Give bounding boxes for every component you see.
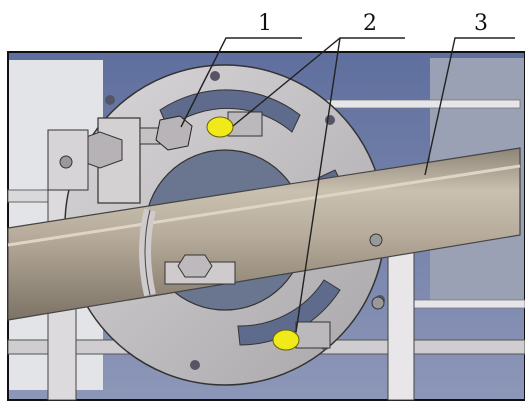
pipe-highlight [7, 164, 521, 247]
clamp-band-outline [144, 209, 151, 296]
sensor-lower [272, 321, 331, 351]
scene-border [7, 51, 525, 401]
render-scene [7, 51, 525, 401]
leader-3 [424, 37, 515, 176]
screw [369, 233, 383, 247]
screw [371, 296, 385, 310]
clamp-nut [177, 254, 213, 278]
guide-rod-lower [399, 299, 525, 309]
callout-label-2: 2 [363, 11, 377, 36]
sensor-cap [272, 329, 300, 351]
flange-hole [210, 71, 220, 81]
pipe-clamp [47, 117, 236, 297]
flange-hole [105, 95, 115, 105]
callout-leaders [180, 37, 515, 333]
bolt-nut [155, 115, 193, 151]
top-margin [0, 0, 525, 52]
pipe [7, 147, 521, 321]
screw [59, 155, 73, 169]
pipe-body [7, 147, 521, 321]
sensor-cap [206, 116, 234, 138]
leader-1 [180, 37, 302, 128]
sensor-body [295, 321, 331, 349]
leader-2b [295, 37, 341, 333]
callout-label-1: 1 [258, 11, 272, 36]
flange-hole [190, 360, 200, 370]
callout-label-3: 3 [474, 11, 488, 36]
